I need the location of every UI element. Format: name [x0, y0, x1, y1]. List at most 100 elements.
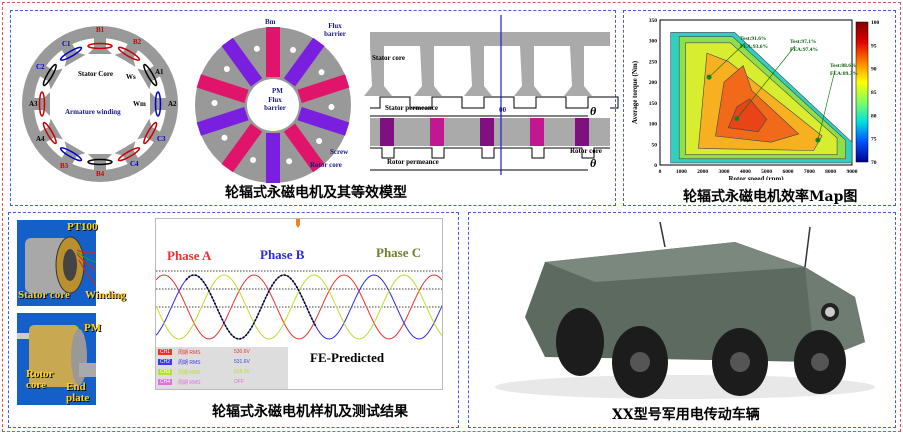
trigger-marker: [296, 219, 300, 228]
annotation-test: Test:97.1%: [790, 39, 817, 45]
linear-magnet: [575, 118, 589, 146]
label-fe-predicted: FE-Predicted: [310, 350, 385, 365]
label-phase-a: Phase A: [167, 248, 212, 263]
linear-magnet: [380, 118, 394, 146]
label-flux-barrier-top: Flux barrier: [324, 22, 346, 38]
label-screw: Screw: [330, 148, 349, 156]
linear-magnet: [480, 118, 494, 146]
annotation-test: Test:88.6%: [830, 63, 857, 69]
x-tick-label: 2000: [697, 169, 708, 175]
y-tick-label: 0: [654, 163, 657, 169]
label-photo-rotor-core: Rotor core: [26, 368, 54, 391]
coil: [154, 91, 162, 117]
channel-value: OFF: [234, 379, 244, 385]
linear-stator-tooth: [364, 46, 392, 96]
coil: [38, 91, 46, 117]
label-linear-stator-core: Stator core: [372, 54, 405, 62]
channel-value: 531.6V: [234, 359, 250, 365]
x-tick-label: 8000: [825, 169, 836, 175]
permanent-magnet: [250, 133, 280, 183]
permanent-magnet: [297, 74, 350, 111]
coil: [42, 121, 57, 145]
label-theta-stator: θ: [590, 104, 597, 118]
colorbar-tick-label: 70: [871, 160, 877, 166]
colorbar-tick-label: 100: [871, 20, 880, 26]
panel-prototype: [8, 212, 459, 428]
permanent-magnet: [283, 123, 325, 173]
stator-tooth: [38, 63, 63, 90]
screw-hole: [250, 157, 256, 163]
x-tick-label: 7000: [804, 169, 815, 175]
phase-c-waveform: [156, 274, 442, 340]
coil: [143, 63, 158, 87]
label-flux-barrier-center: Flux barrier: [264, 96, 286, 112]
label-stator-core: Stator Core: [78, 70, 113, 78]
screw-hole: [290, 47, 296, 53]
coil: [87, 158, 113, 166]
linear-stator-tooth: [514, 46, 542, 96]
colorbar-tick-label: 90: [871, 67, 877, 73]
phase-a-waveform: [156, 274, 442, 340]
stator-tooth: [87, 154, 113, 171]
coil: [143, 121, 158, 145]
x-tick-label: 6000: [783, 169, 794, 175]
screw-hole: [286, 158, 293, 165]
rotor-cross-section: [195, 27, 351, 183]
caption-efficiency-map: 轮辐式永磁电机效率Map图: [683, 189, 858, 205]
label-armature-winding: Armature winding: [65, 108, 121, 116]
annotation-fea: FEA:89.3%: [830, 71, 858, 77]
x-axis-label: Rotor speed (rpm): [728, 175, 784, 180]
motor-cross-sections: [22, 26, 351, 183]
stator-tooth: [38, 118, 63, 145]
channel-measure: 周期 RMS: [178, 359, 201, 366]
label-bm: Bm: [265, 18, 276, 26]
label-a4: A4: [36, 135, 45, 143]
label-theta-rotor: θ: [590, 156, 597, 170]
screw-hole: [253, 45, 260, 52]
channel-measure: 周期 RMS: [178, 379, 201, 386]
coil: [117, 46, 141, 61]
label-b3: B3: [60, 162, 69, 170]
annotation-leader: [708, 42, 746, 78]
label-c3: C3: [157, 135, 166, 143]
colorbar-tick-label: 95: [871, 43, 877, 49]
label-pt100: PT100: [67, 221, 98, 233]
stator-tooth: [59, 141, 86, 166]
linear-stator-yoke: [370, 32, 610, 46]
label-winding: Winding: [85, 289, 126, 301]
stator-tooth: [137, 63, 162, 90]
stator-permeance-wave: [370, 96, 619, 109]
x-tick-label: 9000: [847, 169, 858, 175]
label-rotor-permeance: Rotor permeance: [387, 158, 439, 166]
label-b2: B2: [133, 38, 142, 46]
label-a1: A1: [155, 68, 164, 76]
coil: [59, 46, 83, 61]
permanent-magnet: [283, 37, 325, 87]
channel-name: CH3: [158, 369, 172, 375]
label-ws: Ws: [126, 73, 136, 81]
y-tick-label: 150: [649, 101, 658, 107]
annotation-leader: [817, 69, 836, 141]
colorbar-tick-label: 85: [871, 90, 877, 96]
screw-hole: [328, 104, 335, 111]
efficiency-contour-region: [727, 98, 768, 133]
label-phase-c: Phase C: [376, 245, 422, 260]
panel-vehicle: [468, 212, 896, 428]
permanent-magnet: [221, 123, 263, 173]
screw-hole: [223, 65, 230, 72]
label-pm-photo: PM: [84, 322, 102, 334]
stator-tooth: [33, 91, 50, 117]
label-photo-stator-core: Stator core: [18, 289, 70, 301]
label-b4: B4: [96, 170, 105, 178]
label-stator-permeance: Stator permeance: [385, 104, 438, 112]
label-c1: C1: [62, 40, 71, 48]
caption-prototype: 轮辐式永磁电机样机及测试结果: [212, 404, 408, 420]
x-tick-label: 5000: [761, 169, 772, 175]
y-tick-label: 50: [652, 142, 658, 148]
y-tick-label: 250: [649, 59, 658, 65]
